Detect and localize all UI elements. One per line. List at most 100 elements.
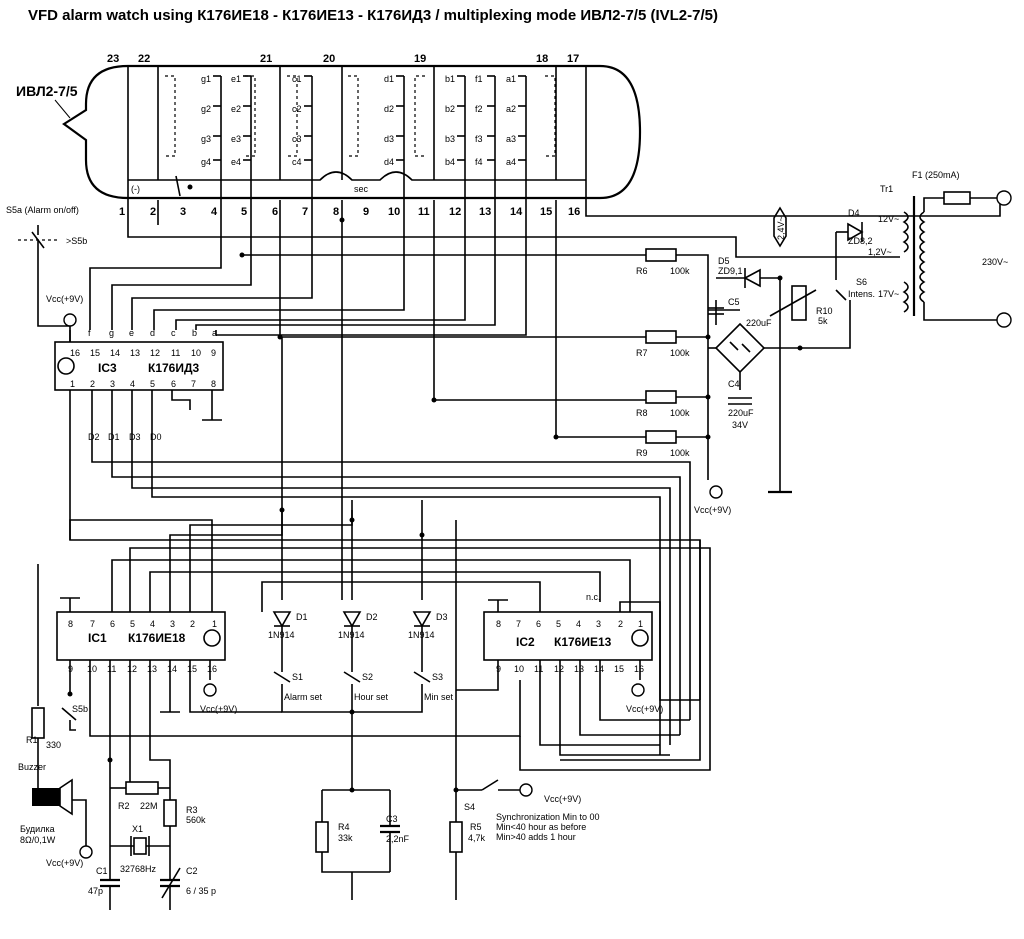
middle-bus — [69, 337, 711, 740]
ic2-pin: 1 — [638, 619, 643, 629]
buzzer-ru: Будилка — [20, 824, 55, 834]
c3-label: C3 — [386, 814, 398, 824]
segment-d2: d2 — [384, 104, 394, 114]
buzzer-vcc-label: Vcc(+9V) — [46, 858, 83, 868]
r5-value: 4,7k — [468, 833, 486, 843]
segment-column-d: d1 d2 d3 d4 — [384, 74, 394, 167]
mains-terminal-1 — [996, 190, 1012, 206]
segment-wiring — [89, 198, 1001, 600]
c4-voltage: 34V — [732, 420, 748, 430]
zener-d4: D4 ZD8,2 — [835, 208, 873, 280]
set-buttons: D1 1N914 D2 1N914 D3 1N914 S1 Alarm set — [268, 611, 454, 790]
schematic-title: VFD alarm watch using К176ИЕ18 - К176ИЕ1… — [28, 7, 718, 24]
segment-e1: e1 — [231, 74, 241, 84]
segment-g4: g4 — [201, 157, 211, 167]
ic2-wiring — [456, 599, 700, 756]
ic3-letter: f — [88, 328, 91, 338]
tube-sec-label: sec — [354, 184, 369, 194]
ic3-pin: 8 — [211, 379, 216, 389]
ic1-name: IC1 — [88, 631, 107, 645]
r8-value: 100k — [670, 408, 690, 418]
d4-part: ZD8,2 — [848, 236, 873, 246]
d4-label: D4 — [848, 208, 860, 218]
ic1-pin: 5 — [130, 619, 135, 629]
ic1-pin: 16 — [207, 664, 217, 674]
r3-label: R3 — [186, 805, 198, 815]
s4-r5-network: Vcc(+9V) S4 R5 4,7k Synchronization Min … — [449, 520, 600, 900]
mains-label: 230V~ — [982, 257, 1008, 267]
segment-c1: c1 — [292, 74, 302, 84]
ic3-pin: 2 — [90, 379, 95, 389]
ic3-pin: 10 — [191, 348, 201, 358]
ic3-pin: 3 — [110, 379, 115, 389]
d1-label: D1 — [296, 612, 308, 622]
segment-column-e: e1 e2 e3 e4 — [231, 74, 241, 167]
diode-d3: D3 1N914 — [408, 611, 448, 640]
segment-g1: g1 — [201, 74, 211, 84]
ic2-part: К176ИЕ13 — [554, 635, 612, 649]
crystal-x1 — [133, 837, 147, 855]
ic3-letter: e — [129, 328, 134, 338]
r8-label: R8 — [636, 408, 648, 418]
potentiometer-r10: R10 5k — [769, 285, 833, 326]
ic2-pin: 6 — [536, 619, 541, 629]
segment-b4: b4 — [445, 157, 455, 167]
s4-label: S4 — [464, 802, 475, 812]
c4-value: 220uF — [728, 408, 754, 418]
s5b-ref: >S5b — [66, 236, 87, 246]
segment-f3: f3 — [475, 134, 483, 144]
c1-value: 47p — [88, 886, 103, 896]
tube-pin-19: 19 — [414, 53, 426, 65]
buzzer-label: Buzzer — [18, 762, 46, 772]
ic1-vcc-label: Vcc(+9V) — [200, 704, 237, 714]
capacitor-c4: C4 220uF 34V — [728, 379, 754, 430]
r9-label: R9 — [636, 448, 648, 458]
ic3-pin: 1 — [70, 379, 75, 389]
tube-envelope — [62, 64, 642, 200]
s1-desc: Alarm set — [284, 692, 323, 702]
ic3-data-d2: D2 — [88, 432, 100, 442]
ic1-pin: 6 — [110, 619, 115, 629]
d5-label: D5 — [718, 256, 730, 266]
vcc-terminal — [63, 313, 77, 327]
c2-value: 6 / 35 p — [186, 886, 216, 896]
ic3-letter: b — [192, 328, 197, 338]
segment-c4: c4 — [292, 157, 302, 167]
segment-b2: b2 — [445, 104, 455, 114]
tube-bpin: 14 — [510, 206, 523, 218]
tube-pin-23: 23 — [107, 53, 119, 65]
tube-bpin: 10 — [388, 206, 400, 218]
resistor-r9: R9 100k — [636, 430, 690, 458]
s6-desc: Intens. — [848, 289, 875, 299]
resistor-r7: R7 100k — [636, 330, 690, 358]
segment-column-a: a1 a2 a3 a4 — [506, 74, 516, 167]
segment-column-f: f1 f2 f3 f4 — [475, 74, 483, 167]
ic2-name: IC2 — [516, 635, 535, 649]
resistor-r5 — [449, 821, 463, 853]
ic2-vcc-label: Vcc(+9V) — [626, 704, 663, 714]
s5b-label: S5b — [72, 704, 88, 714]
ic3-data-d1: D1 — [108, 432, 120, 442]
segment-e2: e2 — [231, 104, 241, 114]
segment-d1: d1 — [384, 74, 394, 84]
r9-value: 100k — [670, 448, 690, 458]
resistor-r3 — [163, 799, 177, 827]
r6-value: 100k — [670, 266, 690, 276]
ic3-pin: 12 — [150, 348, 160, 358]
segment-column-b: b1 b2 b3 b4 — [445, 74, 455, 167]
d5-part: ZD9,1 — [718, 266, 743, 276]
ic2-pin: 7 — [516, 619, 521, 629]
v17-label: 17V~ — [878, 289, 899, 299]
ic2-pin: 2 — [618, 619, 623, 629]
ic3-pin: 7 — [191, 379, 196, 389]
segment-g3: g3 — [201, 134, 211, 144]
segment-column-g: g1 g2 g3 g4 — [201, 74, 211, 167]
c4-label: C4 — [728, 379, 740, 389]
segment-d3: d3 — [384, 134, 394, 144]
transformer-tr1: Tr1 12V~ 1,2V~ 17V~ — [868, 184, 1000, 321]
v1-2-label: 1,2V~ — [868, 247, 892, 257]
ic2-nc-label: n.c. — [586, 592, 601, 602]
tube-bpin: 5 — [241, 206, 247, 218]
buzzer-spec: 8Ω/0,1W — [20, 835, 56, 845]
